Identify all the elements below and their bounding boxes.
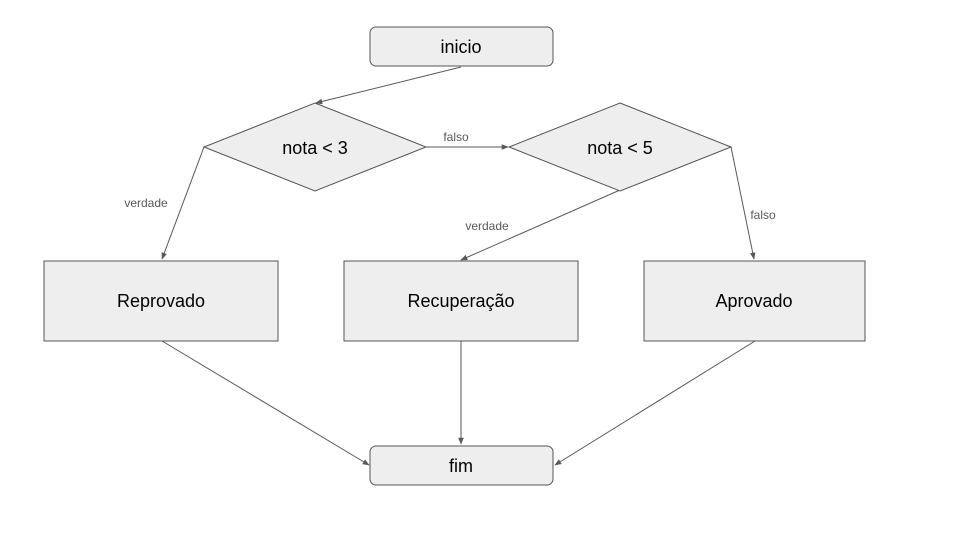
decision-nota-menor-5-label: nota < 5 (587, 138, 653, 158)
start-node: inicio (369, 26, 554, 67)
edge-reprovado-to-fim (161, 340, 370, 466)
start-node-label: inicio (440, 37, 481, 57)
process-reprovado: Reprovado (43, 260, 279, 342)
decision-nota-menor-5: nota < 5 (507, 102, 733, 192)
edge-nota5-to-aprovado (730, 146, 756, 260)
process-aprovado: Aprovado (643, 260, 866, 342)
decision-nota-menor-3-label: nota < 3 (282, 138, 348, 158)
end-node-label: fim (449, 456, 473, 476)
edge-nota3-to-reprovado (161, 146, 205, 260)
edge-label-nota5-false: falso (750, 208, 776, 222)
process-aprovado-label: Aprovado (715, 291, 792, 311)
edge-nota5-to-recuperacao (460, 189, 621, 261)
process-recuperacao-label: Recuperação (407, 291, 514, 311)
end-node: fim (369, 445, 554, 486)
edge-aprovado-to-fim (554, 340, 756, 466)
edge-inicio-to-nota3 (315, 66, 462, 105)
edge-label-nota3-true: verdade (124, 196, 168, 210)
edge-label-nota3-false: falso (443, 130, 469, 144)
process-reprovado-label: Reprovado (117, 291, 205, 311)
decision-nota-menor-3: nota < 3 (202, 102, 428, 192)
process-recuperacao: Recuperação (343, 260, 579, 342)
edge-label-nota5-true: verdade (465, 219, 509, 233)
